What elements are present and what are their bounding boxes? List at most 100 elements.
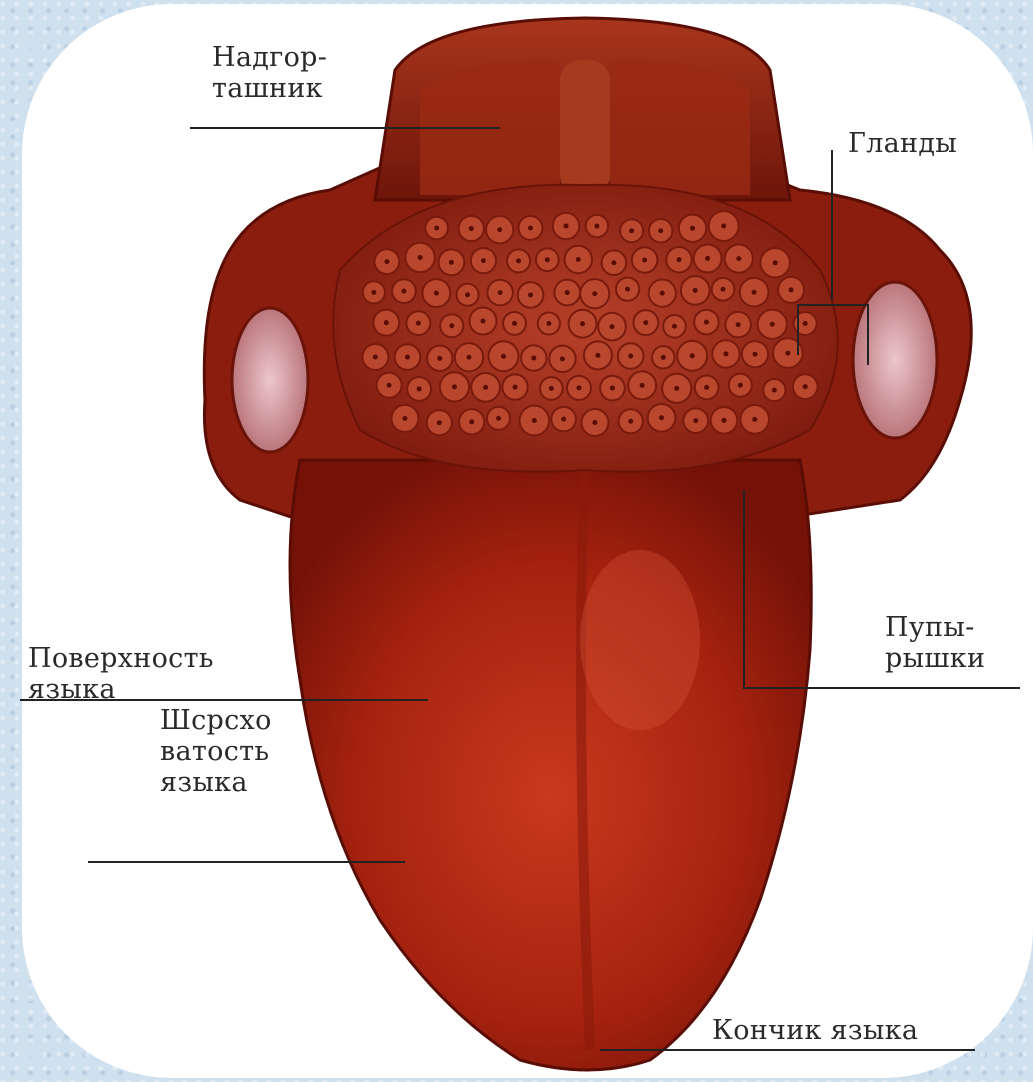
tonsil-crypt	[592, 291, 597, 296]
epiglottis-ridge	[560, 60, 610, 195]
tonsil-crypt	[516, 258, 521, 263]
tonsil-crypt	[723, 351, 728, 356]
tonsil-crypt	[661, 355, 666, 360]
tonsil-crypt	[640, 383, 645, 388]
tonsil-crypt	[629, 228, 634, 233]
tonsil-crypt	[672, 324, 677, 329]
tonsil-crypt	[659, 415, 664, 420]
tonsil-crypt	[384, 320, 389, 325]
tonsil-crypt	[576, 257, 581, 262]
tonsil-crypt	[546, 321, 551, 326]
roughness-label: Шсрсхо ватость языка	[160, 705, 272, 798]
tonsil-crypt	[437, 356, 442, 361]
tonsil-crypt	[773, 260, 778, 265]
papillae-label-line1: Пупы-	[885, 612, 985, 643]
tonsil-crypt	[752, 290, 757, 295]
tonsil-crypt	[481, 258, 486, 263]
tonsil-crypt	[592, 420, 597, 425]
tonsil-crypt	[752, 417, 757, 422]
tonsil-crypt	[625, 287, 630, 292]
tonsil-crypt	[469, 419, 474, 424]
tonsil-crypt	[770, 322, 775, 327]
tonsil-crypt	[611, 260, 616, 265]
tonsil-crypt	[580, 321, 585, 326]
tonsil-crypt	[387, 383, 392, 388]
tonsil-crypt	[705, 256, 710, 261]
tonsil-crypt	[660, 291, 665, 296]
epiglottis-label: Надгор- ташник	[212, 42, 327, 104]
tonsil-crypt	[416, 321, 421, 326]
tonsil-crypt	[693, 288, 698, 293]
roughness-label-line3: языка	[160, 767, 272, 798]
tonsil-crypt	[405, 355, 410, 360]
tonsil-crypt	[449, 323, 454, 328]
tonsil-crypt	[753, 352, 758, 357]
tonsil-crypt	[501, 354, 506, 359]
tonsil-crypt	[693, 418, 698, 423]
tonsil-crypt	[803, 321, 808, 326]
tonsil-crypt	[513, 385, 518, 390]
tonsil-crypt	[674, 386, 679, 391]
tip-label: Кончик языка	[712, 1015, 918, 1046]
tonsil-crypt	[628, 354, 633, 359]
tonsil-crypt	[434, 291, 439, 296]
tonsil-crypt	[528, 225, 533, 230]
tonsil-crypt	[496, 416, 501, 421]
tonsil-crypt	[560, 356, 565, 361]
surface-label-line2: языка	[28, 674, 214, 705]
papillae-label-line2: рышки	[885, 643, 985, 674]
tonsil-crypt	[418, 255, 423, 260]
tip-label-text: Кончик языка	[712, 1015, 918, 1046]
tonsil-crypt	[643, 320, 648, 325]
tonsil-crypt	[480, 319, 485, 324]
tonsil-crypt	[642, 257, 647, 262]
tonsil-crypt	[561, 417, 566, 422]
tonsil-crypt	[704, 385, 709, 390]
tonsil-crypt	[610, 386, 615, 391]
roughness-label-line1: Шсрсхо	[160, 705, 272, 736]
tonsil-crypt	[384, 259, 389, 264]
tonsil-crypt	[452, 384, 457, 389]
tongue-highlight	[580, 550, 700, 730]
tonsil-crypt	[789, 287, 794, 292]
tonsil-crypt	[564, 223, 569, 228]
roughness-label-line2: ватость	[160, 736, 272, 767]
tonsil-crypt	[532, 418, 537, 423]
tonsil-crypt	[437, 420, 442, 425]
tonsil-crypt	[722, 418, 727, 423]
papillae-label: Пупы- рышки	[885, 612, 985, 674]
tonsil-crypt	[565, 290, 570, 295]
tonsil-crypt	[371, 290, 376, 295]
surface-label: Поверхность языка	[28, 643, 214, 705]
tongue-body	[290, 460, 811, 1070]
tonsil-crypt	[736, 322, 741, 327]
tonsil-left	[232, 308, 308, 452]
tonsil-crypt	[465, 292, 470, 297]
tonsil-crypt	[576, 385, 581, 390]
tonsil-crypt	[594, 224, 599, 229]
tonsil-crypt	[803, 384, 808, 389]
tonsil-crypt	[785, 351, 790, 356]
tonsil-crypt	[658, 228, 663, 233]
tonsil-crypt	[677, 257, 682, 262]
tonsils-label: Гланды	[848, 128, 957, 159]
tonsil-crypt	[402, 416, 407, 421]
tonsils-label-text: Гланды	[848, 128, 957, 159]
tonsil-crypt	[434, 226, 439, 231]
tonsil-crypt	[531, 355, 536, 360]
tonsil-crypt	[449, 260, 454, 265]
epiglottis-label-line2: ташник	[212, 73, 327, 104]
epiglottis-inner-right	[610, 59, 750, 195]
tonsil-crypt	[373, 354, 378, 359]
tonsil-crypt	[401, 289, 406, 294]
epiglottis-label-line1: Надгор-	[212, 42, 327, 73]
tonsil-crypt	[469, 226, 474, 231]
tonsil-crypt	[721, 287, 726, 292]
tonsil-crypt	[498, 290, 503, 295]
tonsil-crypt	[690, 353, 695, 358]
tonsil-crypt	[738, 383, 743, 388]
tonsil-crypt	[610, 324, 615, 329]
tonsil-crypt	[704, 320, 709, 325]
tonsil-crypt	[483, 385, 488, 390]
